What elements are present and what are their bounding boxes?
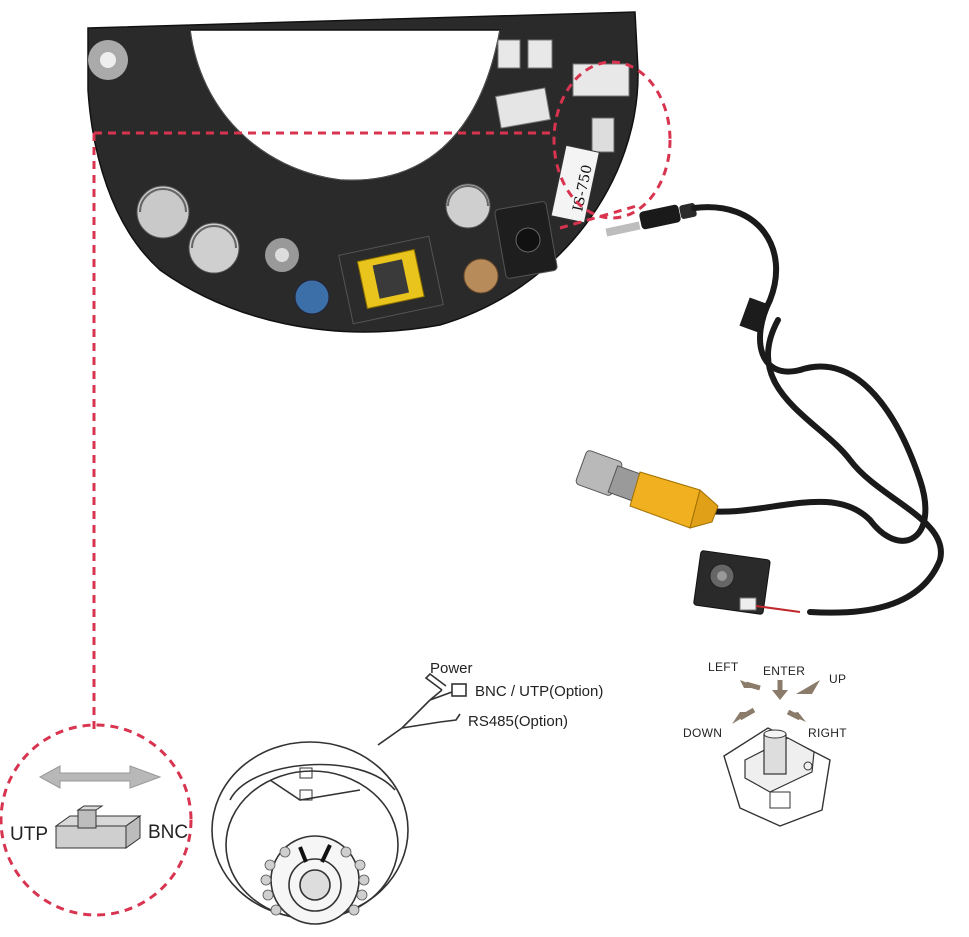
arrow-up	[796, 680, 820, 694]
pcb-board: IS-750	[88, 12, 638, 332]
capacitor	[189, 223, 239, 273]
label-rs485: RS485(Option)	[468, 713, 568, 730]
label-bnc-utp: BNC / UTP(Option)	[475, 683, 603, 700]
label-enter: ENTER	[763, 664, 805, 678]
cable-tie	[739, 297, 768, 332]
capacitor	[446, 184, 490, 228]
label-down: DOWN	[683, 726, 722, 740]
label-bnc: BNC	[148, 822, 188, 844]
utp-bnc-switch	[40, 766, 160, 848]
joystick-diagram	[724, 680, 830, 826]
cable	[694, 207, 941, 613]
connector-header	[528, 40, 552, 68]
varistor	[464, 259, 498, 293]
label-utp: UTP	[10, 824, 48, 846]
label-right: RIGHT	[808, 726, 847, 740]
connector-header	[498, 40, 520, 68]
audio-plug	[606, 202, 698, 236]
camera-cable-bundle	[378, 674, 466, 745]
inductor	[295, 280, 329, 314]
label-up: UP	[829, 672, 846, 686]
label-power: Power	[430, 660, 473, 677]
mounting-hole	[265, 238, 299, 272]
capacitor	[137, 186, 189, 238]
label-left: LEFT	[708, 660, 739, 674]
double-arrow-icon	[40, 766, 160, 788]
slide-switch	[592, 118, 614, 152]
joystick-board-photo	[693, 550, 800, 614]
dome-camera	[212, 742, 408, 924]
bnc-connector	[575, 450, 718, 528]
connector-header	[573, 64, 629, 96]
mounting-hole	[88, 40, 128, 80]
